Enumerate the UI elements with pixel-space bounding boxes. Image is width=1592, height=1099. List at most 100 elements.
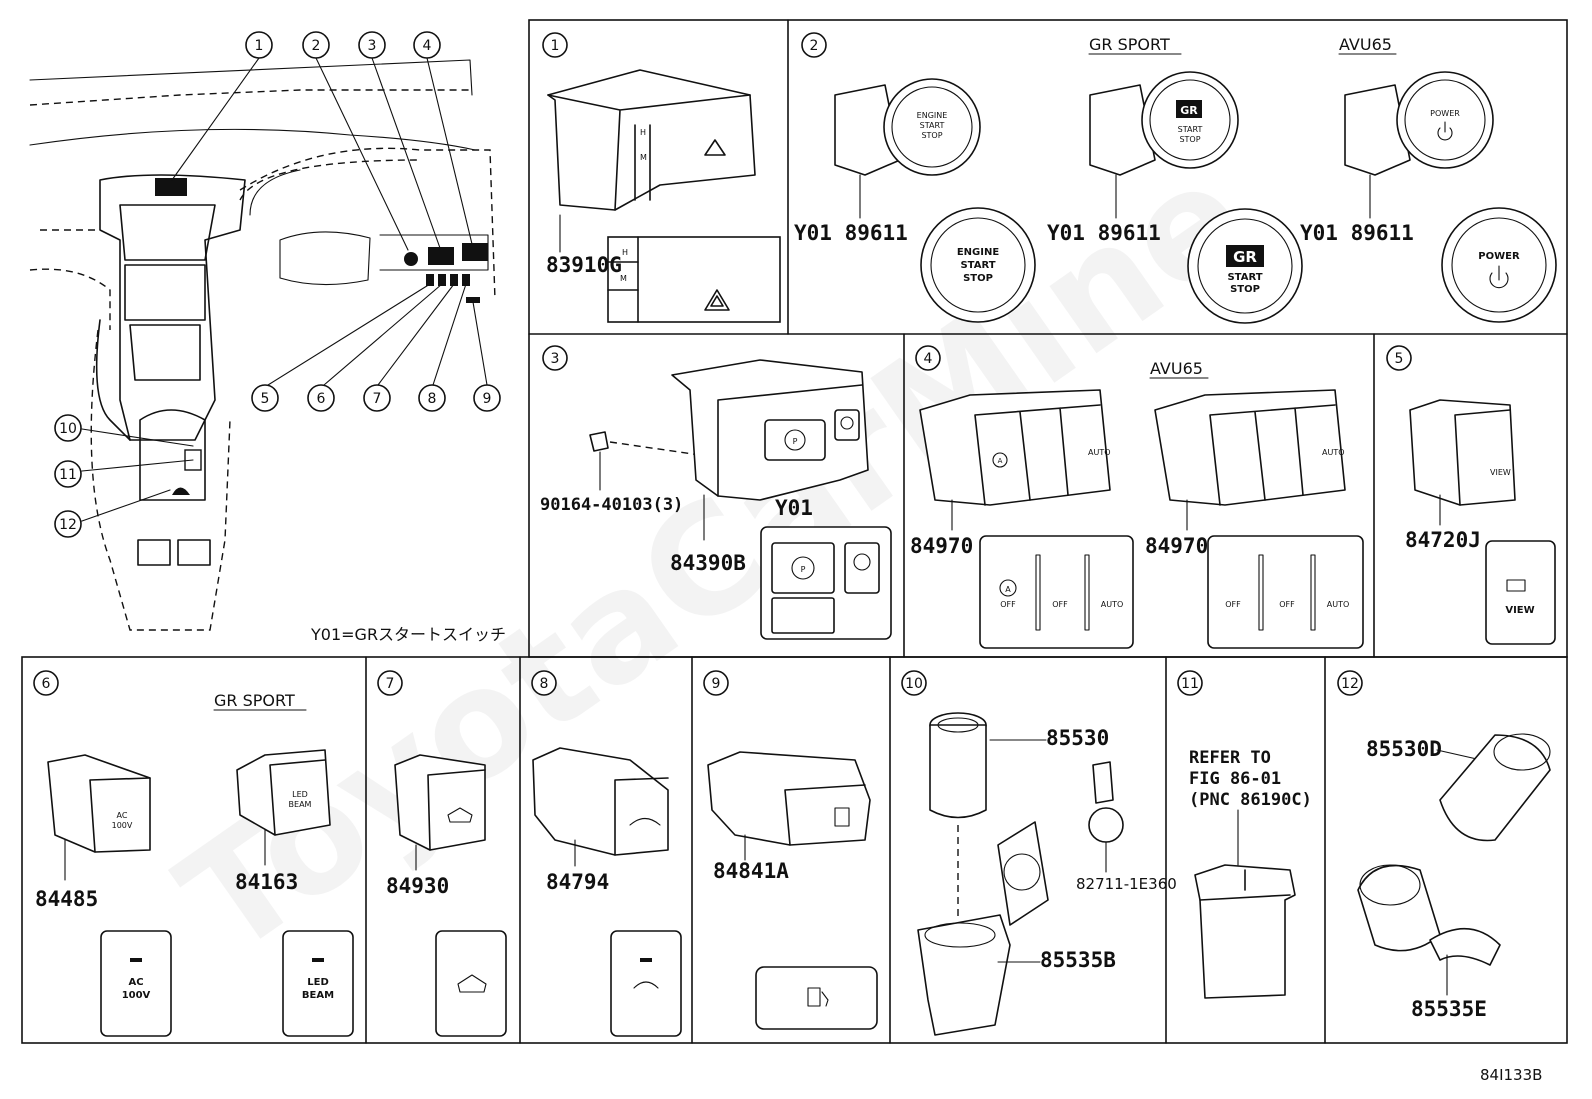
svg-text:P: P (793, 437, 798, 446)
panel-2-start-switch: 2 GR SPORT AVU65 ENGINE START STOP Y01 8… (794, 32, 1557, 324)
svg-text:ENGINE: ENGINE (957, 247, 999, 258)
legend-note: Y01=GRスタートスイッチ (310, 625, 506, 644)
svg-text:2: 2 (810, 38, 819, 54)
svg-text:4: 4 (423, 38, 432, 54)
part-83910G: 83910G (546, 253, 622, 277)
svg-text:100V: 100V (112, 821, 133, 830)
refer-text-1: REFER TO (1189, 748, 1271, 768)
callout-9: 9 (473, 384, 501, 412)
svg-text:3: 3 (551, 351, 560, 367)
panel-9-fuel-switch: 9 84841A (703, 670, 878, 1030)
part-84390B: 84390B (670, 551, 746, 575)
panel-10-power-outlet: 10 85530 85535B 82711-1E360 (901, 670, 1177, 1036)
svg-text:AUTO: AUTO (1088, 448, 1111, 457)
callout-8: 8 (418, 384, 446, 412)
variant-y01: Y01 (775, 496, 813, 520)
panel-8-switch: 8 84794 (531, 670, 682, 1037)
svg-text:H: H (622, 248, 628, 257)
callout-5: 5 (251, 384, 279, 412)
callout-11: 11 (54, 460, 82, 488)
callout-10: 10 (54, 414, 82, 442)
header-gr-sport-p6: GR SPORT (214, 691, 295, 710)
svg-text:100V: 100V (122, 990, 151, 1001)
svg-text:STOP: STOP (963, 273, 993, 284)
part-89611-engine: Y01 89611 (794, 221, 908, 245)
panel-11-reference: 11 REFER TO FIG 86-01 (PNC 86190C) (1177, 670, 1312, 999)
panel-1-hazard-switch: 1 H M H M 83910G (542, 32, 781, 323)
svg-text:7: 7 (373, 391, 382, 407)
callout-4: 4 (413, 31, 441, 59)
svg-text:8: 8 (428, 391, 437, 407)
callout-1: 1 (245, 31, 273, 59)
part-85535B: 85535B (1040, 948, 1116, 972)
svg-text:START: START (920, 121, 945, 130)
svg-text:11: 11 (1181, 676, 1199, 692)
diagram-code: 84I133B (1480, 1066, 1542, 1084)
svg-text:BEAM: BEAM (289, 800, 312, 809)
svg-text:AC: AC (128, 977, 143, 988)
svg-text:GR: GR (1180, 104, 1198, 117)
callout-2: 2 (302, 31, 330, 59)
svg-text:VIEW: VIEW (1490, 468, 1511, 477)
refer-text-3: (PNC 86190C) (1189, 790, 1312, 810)
svg-text:VIEW: VIEW (1505, 605, 1534, 616)
svg-text:5: 5 (1395, 351, 1404, 367)
part-89611-gr: Y01 89611 (1047, 221, 1161, 245)
svg-text:OFF: OFF (1279, 600, 1295, 609)
svg-text:M: M (640, 153, 647, 162)
refer-text-2: FIG 86-01 (1189, 769, 1281, 789)
svg-text:POWER: POWER (1430, 109, 1460, 118)
part-84485: 84485 (35, 887, 98, 911)
svg-text:AC: AC (117, 811, 128, 820)
header-avu65: AVU65 (1339, 35, 1392, 54)
part-85530: 85530 (1046, 726, 1109, 750)
panel-6-ac-led-switches: 6 GR SPORT AC 100V 84485 AC 100V LED BEA… (33, 670, 354, 1037)
svg-text:GR: GR (1233, 248, 1257, 266)
svg-text:OFF: OFF (1052, 600, 1068, 609)
svg-text:START: START (960, 260, 995, 271)
callout-3: 3 (358, 31, 386, 59)
svg-text:START: START (1227, 272, 1262, 283)
svg-text:STOP: STOP (1179, 135, 1200, 144)
svg-text:9: 9 (712, 676, 721, 692)
svg-text:LED: LED (292, 790, 308, 799)
part-84794: 84794 (546, 870, 609, 894)
panel-grid (21, 19, 1568, 1044)
svg-text:5: 5 (261, 391, 270, 407)
svg-text:AUTO: AUTO (1322, 448, 1345, 457)
part-84163: 84163 (235, 870, 298, 894)
svg-text:STOP: STOP (1230, 284, 1260, 295)
svg-text:LED: LED (307, 977, 329, 988)
svg-text:P: P (801, 565, 806, 574)
svg-text:M: M (620, 274, 627, 283)
panel-5-view-switch: 5 VIEW 84720J VIEW (1386, 345, 1556, 645)
svg-text:AUTO: AUTO (1101, 600, 1124, 609)
svg-text:6: 6 (42, 676, 51, 692)
panel-4-vsc-switches: 4 AVU65 A AUTO 84970 A OFF OFF AUTO AUTO… (910, 345, 1364, 649)
svg-text:11: 11 (59, 467, 77, 483)
svg-text:OFF: OFF (1225, 600, 1241, 609)
header-avu65-p4: AVU65 (1150, 359, 1203, 378)
svg-text:3: 3 (368, 38, 377, 54)
part-82711-1E360: 82711-1E360 (1076, 875, 1177, 893)
svg-text:AUTO: AUTO (1327, 600, 1350, 609)
svg-text:7: 7 (386, 676, 395, 692)
svg-text:START: START (1178, 125, 1203, 134)
svg-text:10: 10 (59, 421, 77, 437)
callout-7: 7 (363, 384, 391, 412)
svg-text:A: A (1005, 585, 1011, 594)
part-84720J: 84720J (1405, 528, 1481, 552)
svg-text:1: 1 (551, 38, 560, 54)
svg-text:9: 9 (483, 391, 492, 407)
part-90164-40103: 90164-40103(3) (540, 495, 683, 515)
svg-text:2: 2 (312, 38, 321, 54)
svg-text:8: 8 (540, 676, 549, 692)
svg-text:H: H (640, 128, 646, 137)
svg-text:6: 6 (317, 391, 326, 407)
part-85530D: 85530D (1366, 737, 1442, 761)
part-84970-a: 84970 (910, 534, 973, 558)
dashboard-overview: 1 2 3 4 5 6 7 8 9 10 11 12 Y01=GRスタートスイッ… (29, 31, 506, 644)
part-84841A: 84841A (713, 859, 789, 883)
svg-text:BEAM: BEAM (302, 990, 334, 1001)
